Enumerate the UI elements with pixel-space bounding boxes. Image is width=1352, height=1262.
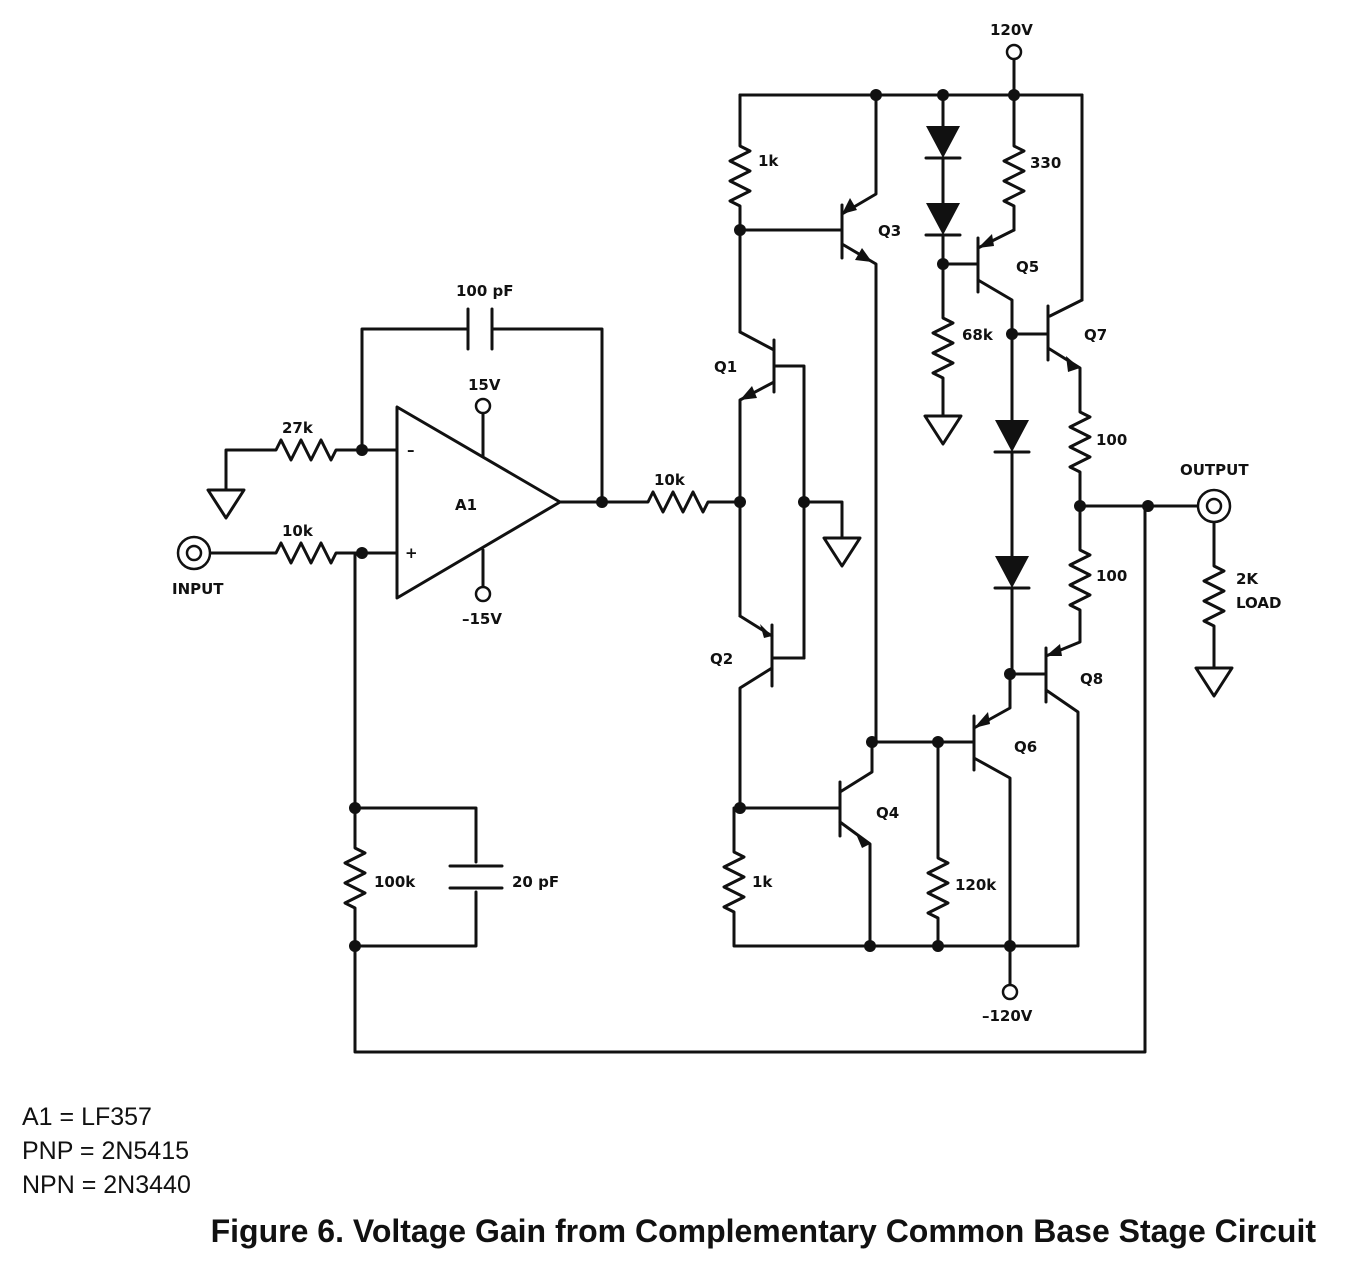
label-1k-top: 1k <box>758 152 779 170</box>
label-10k-driver: 10k <box>654 471 686 489</box>
label-input: INPUT <box>172 580 224 598</box>
label-15v: 15V <box>468 376 501 394</box>
note-a1: A1 = LF357 <box>22 1103 152 1131</box>
label-100-top: 100 <box>1096 431 1127 449</box>
label-2k: 2K <box>1236 570 1259 588</box>
label-q2: Q2 <box>710 650 733 668</box>
circuit-schematic: 120V –120V 15V –15V A1 – + 100 pF 27k 10… <box>172 21 1281 1054</box>
label-1k-bottom: 1k <box>752 873 773 891</box>
output-section <box>874 58 1234 988</box>
label-68k: 68k <box>962 326 994 344</box>
label-330: 330 <box>1030 154 1061 172</box>
label-a1: A1 <box>455 496 477 514</box>
label-20pf: 20 pF <box>512 873 559 891</box>
note-npn: NPN = 2N3440 <box>22 1171 191 1199</box>
opamp-a1 <box>395 405 562 600</box>
label-minus-15v: –15V <box>462 610 502 628</box>
label-q5: Q5 <box>1016 258 1039 276</box>
junction-dots <box>349 89 1154 952</box>
label-q7: Q7 <box>1084 326 1107 344</box>
label-q3: Q3 <box>878 222 901 240</box>
label-120v: 120V <box>990 21 1033 39</box>
label-noninverting-pin: + <box>405 544 418 562</box>
label-q8: Q8 <box>1080 670 1103 688</box>
label-100k: 100k <box>374 873 416 891</box>
label-100-bottom: 100 <box>1096 567 1127 585</box>
label-minus-120v: –120V <box>982 1007 1033 1025</box>
label-100pf: 100 pF <box>456 282 514 300</box>
label-10k-input: 10k <box>282 522 314 540</box>
label-load: LOAD <box>1236 594 1281 612</box>
parts-notes: A1 = LF357 PNP = 2N5415 NPN = 2N3440 <box>22 1100 191 1202</box>
label-q4: Q4 <box>876 804 899 822</box>
note-pnp: PNP = 2N5415 <box>22 1137 190 1165</box>
label-inverting-pin: – <box>407 441 415 459</box>
label-q6: Q6 <box>1014 738 1037 756</box>
label-output: OUTPUT <box>1180 461 1249 479</box>
figure-caption: Figure 6. Voltage Gain from Complementar… <box>210 1213 1316 1249</box>
terminals <box>176 43 1232 1001</box>
transistor-arrows <box>740 198 1080 848</box>
label-120k: 120k <box>955 876 997 894</box>
label-27k: 27k <box>282 419 314 437</box>
component-labels: 120V –120V 15V –15V A1 – + 100 pF 27k 10… <box>172 21 1281 1025</box>
label-q1: Q1 <box>714 358 737 376</box>
driver-section <box>722 93 1084 948</box>
